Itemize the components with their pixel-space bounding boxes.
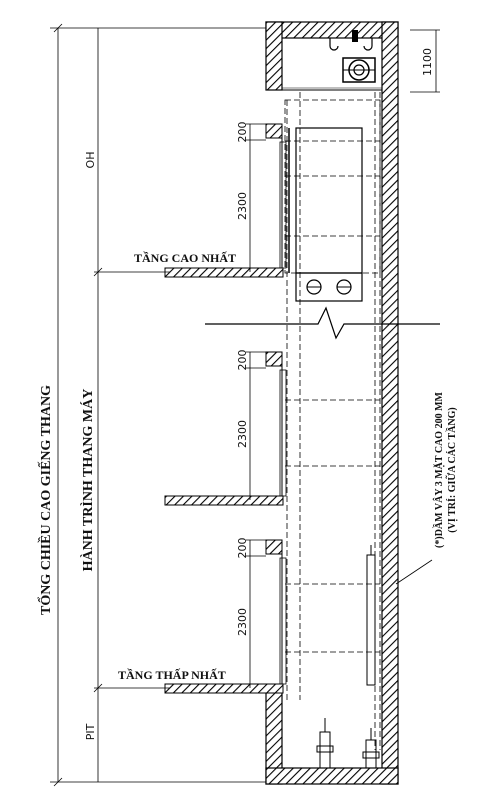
dim-2300-middle: 2300 xyxy=(236,420,249,448)
break-line xyxy=(205,306,440,340)
dim-2300-bottom: 2300 xyxy=(236,608,249,636)
total-height-label: TỔNG CHIỀU CAO GIẾNG THANG xyxy=(36,385,54,615)
middle-floor-slab xyxy=(164,495,284,506)
traction-machine xyxy=(329,30,376,83)
dim-200-middle: 200 xyxy=(236,350,249,371)
dim-200-bottom: 200 xyxy=(236,538,249,559)
pit-floor-slab xyxy=(265,767,399,785)
bottom-floor-slab xyxy=(164,683,284,694)
travel-label: HÀNH TRÌNH THANG MÁY xyxy=(79,389,96,572)
beam-note-line2: (VỊ TRÍ: GIỮA CÁC TẦNG) xyxy=(445,407,458,532)
top-floor-slab xyxy=(164,267,284,278)
shaft-walls xyxy=(265,21,399,785)
pit-label: PIT xyxy=(84,723,97,740)
oh-label: OH xyxy=(84,152,97,169)
landings xyxy=(164,123,380,694)
dim-1100-label: 1100 xyxy=(421,48,434,76)
pit-buffers xyxy=(316,718,380,769)
left-wall-upper xyxy=(265,21,283,91)
top-floor-label: TẦNG CAO NHẤT xyxy=(134,250,236,265)
elevator-car xyxy=(284,99,381,302)
dim-2300-top: 2300 xyxy=(236,192,249,220)
top-slab xyxy=(265,21,399,39)
beam-note-line1: (*)DẦM VÂY 3 MẶT CAO 200 MM xyxy=(432,391,445,547)
right-wall xyxy=(381,21,399,785)
counterweight xyxy=(366,545,376,686)
dim-200-top: 200 xyxy=(236,122,249,143)
bottom-floor-label: TẦNG THẤP NHẤT xyxy=(118,667,226,682)
dimension-lines xyxy=(50,23,440,787)
guide-rails xyxy=(286,92,381,750)
